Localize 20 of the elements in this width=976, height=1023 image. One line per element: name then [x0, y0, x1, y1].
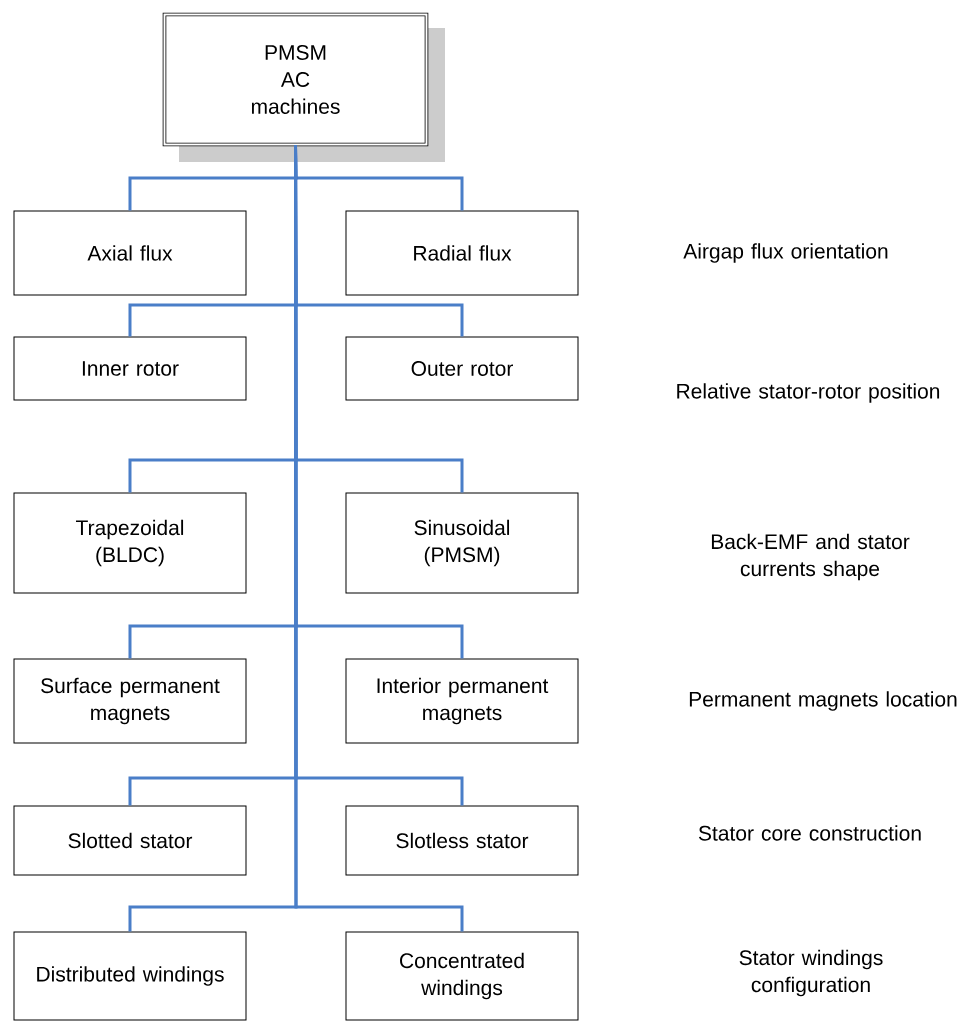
category-box: Trapezoidal (BLDC)	[13, 492, 247, 594]
connector	[294, 144, 464, 932]
side-label: Permanent magnets location	[689, 691, 957, 711]
side-label: Stator windings configuration	[739, 949, 883, 997]
category-box: Inner rotor	[13, 336, 247, 401]
category-box: Interior permanent magnets	[345, 658, 579, 744]
side-label: Stator core construction	[698, 825, 921, 841]
category-box: Concentrated windings	[345, 931, 579, 1021]
side-label: Relative stator-rotor position	[677, 383, 940, 403]
category-box: Slotless stator	[345, 805, 579, 876]
category-box: Surface permanent magnets	[13, 658, 247, 744]
side-label: Airgap flux orientation	[683, 243, 888, 263]
category-box: Sinusoidal (PMSM)	[345, 492, 579, 594]
category-box: Outer rotor	[345, 336, 579, 401]
category-box: Radial flux	[345, 210, 579, 296]
category-box: Slotted stator	[13, 805, 247, 876]
side-label: Back-EMF and stator currents shape	[711, 533, 910, 581]
category-box: Distributed windings	[13, 931, 247, 1021]
root-box: PMSM AC machines	[162, 12, 445, 162]
category-box: Axial flux	[13, 210, 247, 296]
